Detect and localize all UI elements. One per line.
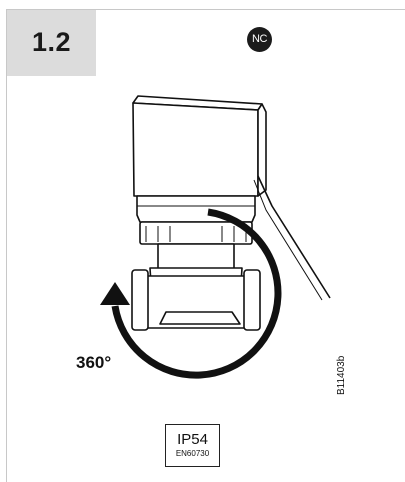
ip-standard: EN60730 bbox=[175, 449, 210, 458]
nc-badge: NC bbox=[247, 27, 272, 52]
actuator-collar bbox=[139, 221, 253, 245]
valve-base bbox=[159, 311, 241, 325]
step-number: 1.2 bbox=[31, 27, 72, 57]
actuator-side-face bbox=[257, 103, 267, 197]
frame-left-border bbox=[6, 9, 7, 482]
valve-neck bbox=[157, 243, 235, 271]
actuator-cable bbox=[257, 175, 331, 299]
actuator-front-face bbox=[132, 102, 259, 197]
ip-rating-box: IP54 EN60730 bbox=[165, 424, 220, 467]
frame-top-border bbox=[6, 9, 405, 10]
valve-right-port bbox=[243, 269, 261, 331]
valve-left-port bbox=[131, 269, 149, 331]
actuator-cable-inner bbox=[253, 179, 323, 301]
document-code: B11403b bbox=[336, 355, 347, 395]
step-number-box: 1.2 bbox=[7, 10, 96, 76]
rotation-label: 360° bbox=[76, 353, 112, 372]
rotation-arrowhead bbox=[100, 282, 130, 305]
rotation-arrow bbox=[111, 208, 282, 379]
ip-rating: IP54 bbox=[177, 431, 208, 448]
